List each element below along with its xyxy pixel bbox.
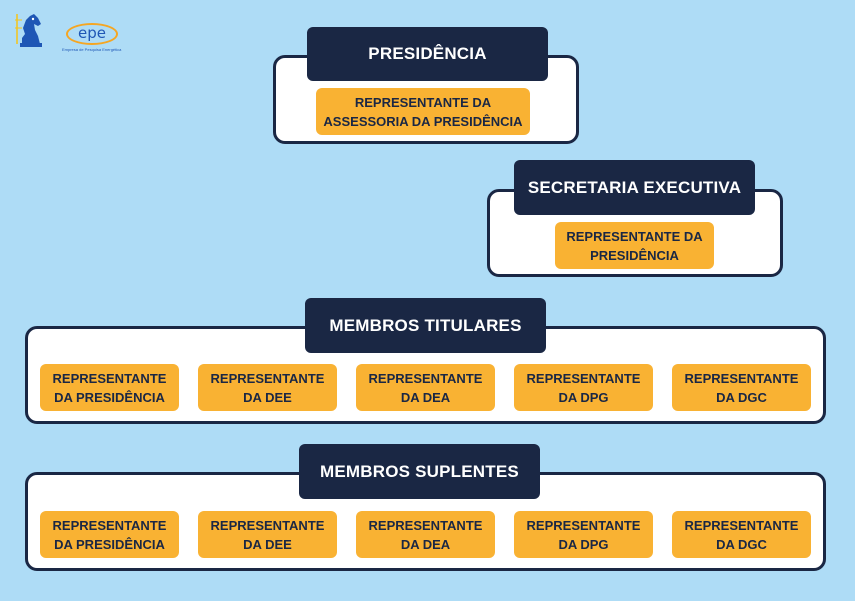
card-line2: ASSESSORIA DA PRESIDÊNCIA (323, 113, 523, 129)
logo-wordmark: epe (66, 23, 118, 45)
card-line1: REPRESENTANTE (52, 517, 167, 533)
secretaria-title: SECRETARIA EXECUTIVA (527, 177, 742, 197)
presidencia-card: REPRESENTANTE DA ASSESSORIA DA PRESIDÊNC… (316, 88, 530, 135)
card-line1: REPRESENTANTE DA (354, 94, 492, 110)
suplentes-card-presidencia: REPRESENTANTE DA PRESIDÊNCIA (40, 511, 179, 558)
presidencia-title: PRESIDÊNCIA (368, 44, 487, 63)
titulares-card-presidencia: REPRESENTANTE DA PRESIDÊNCIA (40, 364, 179, 411)
titulares-header: MEMBROS TITULARES (305, 298, 546, 353)
titulares-card-dgc: REPRESENTANTE DA DGC (672, 364, 811, 411)
card-line1: REPRESENTANTE (52, 370, 167, 386)
logo-subtitle: Empresa de Pesquisa Energética (62, 47, 122, 52)
secretaria-card: REPRESENTANTE DA PRESIDÊNCIA (555, 222, 714, 269)
card-line2: DA DGC (716, 389, 767, 405)
card-line1: REPRESENTANTE DA (566, 228, 703, 244)
card-line2: DA PRESIDÊNCIA (54, 389, 165, 405)
suplentes-card-dea: REPRESENTANTE DA DEA (356, 511, 495, 558)
card-line1: REPRESENTANTE (526, 517, 641, 533)
suplentes-title: MEMBROS SUPLENTES (320, 461, 519, 481)
card-line2: PRESIDÊNCIA (590, 247, 679, 263)
suplentes-card-dgc: REPRESENTANTE DA DGC (672, 511, 811, 558)
titulares-card-dea: REPRESENTANTE DA DEA (356, 364, 495, 411)
suplentes-card-dpg: REPRESENTANTE DA DPG (514, 511, 653, 558)
card-line1: REPRESENTANTE (210, 370, 325, 386)
logo-text: epe (78, 24, 106, 42)
titulares-card-dpg: REPRESENTANTE DA DPG (514, 364, 653, 411)
card-line2: DA DEA (400, 389, 451, 405)
suplentes-card-dee: REPRESENTANTE DA DEE (198, 511, 337, 558)
suplentes-header: MEMBROS SUPLENTES (299, 444, 540, 499)
card-line1: REPRESENTANTE (210, 517, 325, 533)
card-line2: DA DEE (243, 536, 292, 552)
card-line1: REPRESENTANTE (368, 370, 483, 386)
card-line2: DA DEA (400, 536, 451, 552)
card-line1: REPRESENTANTE (526, 370, 641, 386)
card-line2: DA PRESIDÊNCIA (54, 536, 165, 552)
secretaria-header: SECRETARIA EXECUTIVA (514, 160, 755, 215)
titulares-card-dee: REPRESENTANTE DA DEE (198, 364, 337, 411)
card-line1: REPRESENTANTE (684, 370, 799, 386)
epe-logo: epe Empresa de Pesquisa Energética (14, 10, 121, 52)
card-line1: REPRESENTANTE (368, 517, 483, 533)
card-line1: REPRESENTANTE (684, 517, 799, 533)
presidencia-header: PRESIDÊNCIA (307, 27, 548, 81)
chess-knight-icon (15, 14, 42, 47)
titulares-title: MEMBROS TITULARES (329, 315, 522, 335)
card-line2: DA DPG (558, 389, 609, 405)
card-line2: DA DPG (558, 536, 609, 552)
card-line2: DA DEE (243, 389, 292, 405)
card-line2: DA DGC (716, 536, 767, 552)
